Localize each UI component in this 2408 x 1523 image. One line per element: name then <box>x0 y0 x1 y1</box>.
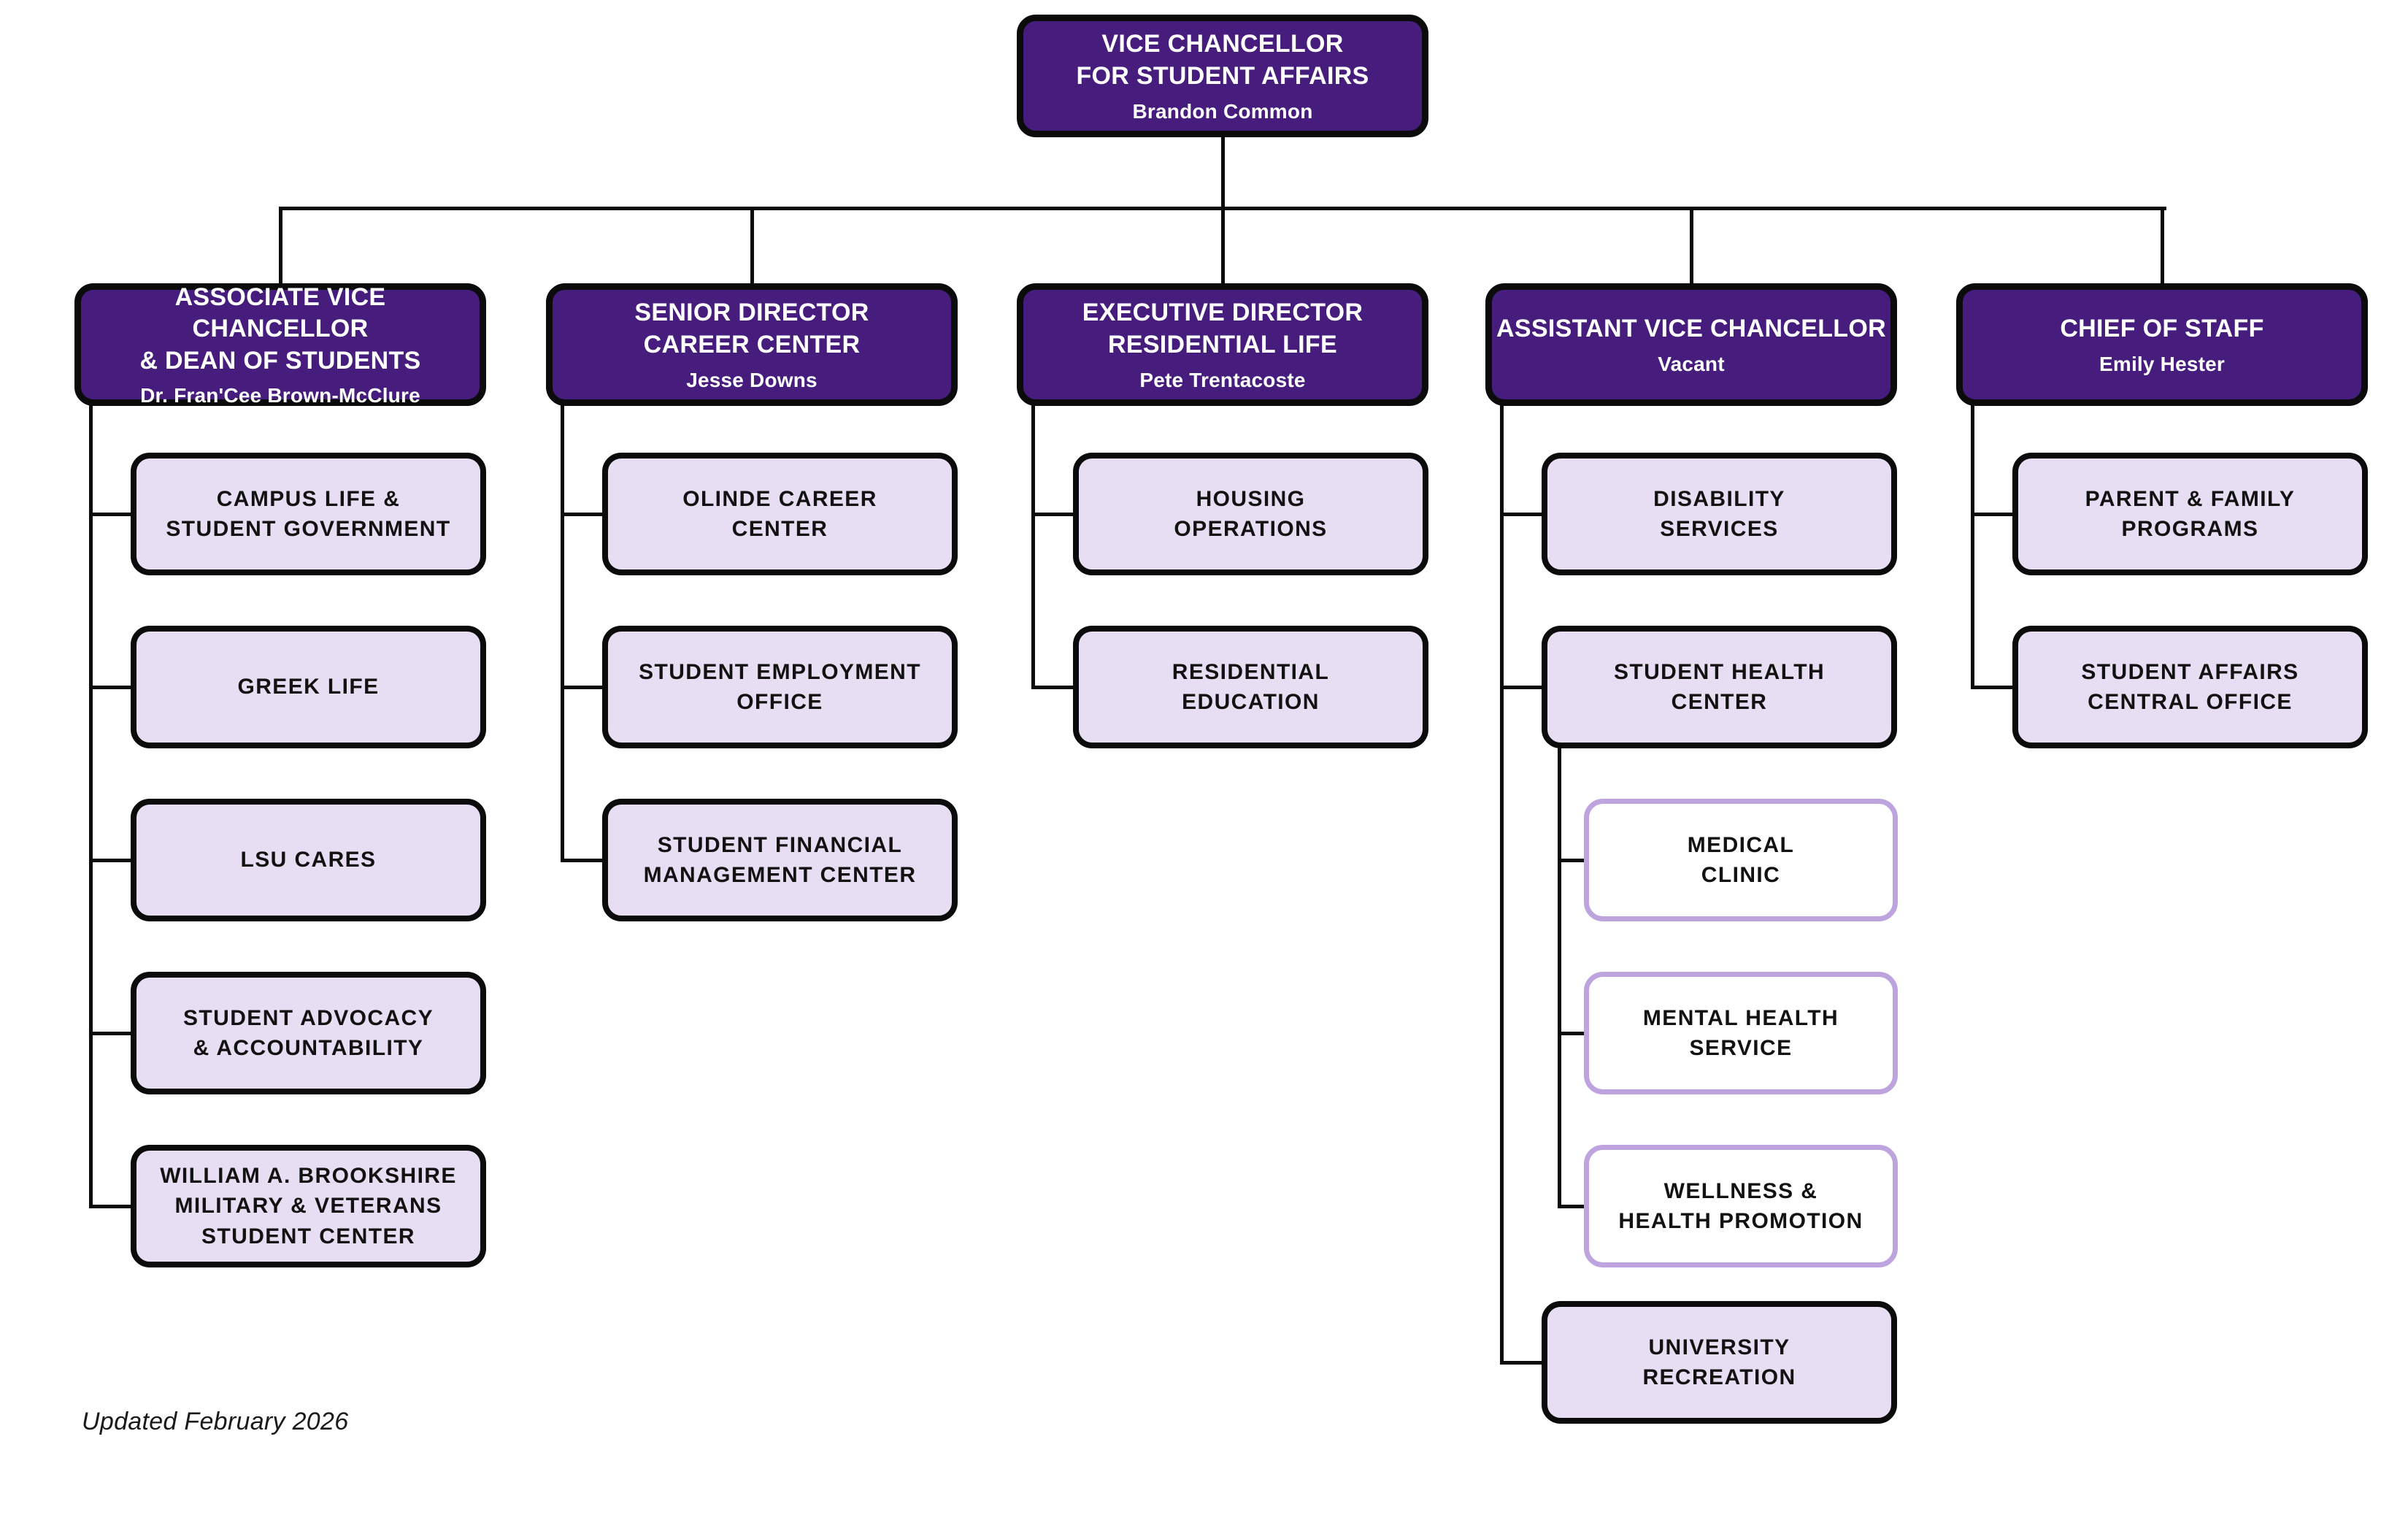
child-label: WILLIAM A. BROOKSHIRE MILITARY & VETERAN… <box>160 1163 457 1248</box>
header-name: Vacant <box>1658 352 1725 375</box>
child-box-student-advocacy: STUDENT ADVOCACY & ACCOUNTABILITY <box>131 972 486 1094</box>
root-box-vice-chancellor: VICE CHANCELLOR FOR STUDENT AFFAIRS Bran… <box>1017 15 1428 137</box>
child-label: MENTAL HEALTH SERVICE <box>1642 1005 1839 1060</box>
child-label: STUDENT FINANCIAL MANAGEMENT CENTER <box>643 832 917 887</box>
connector-stub <box>561 859 606 862</box>
child-box-lsu-cares: LSU CARES <box>131 799 486 921</box>
connector-stub <box>89 686 134 689</box>
connector-spine-branch-1 <box>89 402 93 1208</box>
connector-stub <box>89 513 134 516</box>
child-box-military-veterans-center: WILLIAM A. BROOKSHIRE MILITARY & VETERAN… <box>131 1145 486 1267</box>
child-label: STUDENT AFFAIRS CENTRAL OFFICE <box>2081 659 2299 714</box>
child-box-disability-services: DISABILITY SERVICES <box>1542 453 1897 575</box>
connector-stub <box>1500 1361 1545 1365</box>
connector-stub <box>1031 513 1077 516</box>
header-box-residential-life: EXECUTIVE DIRECTOR RESIDENTIAL LIFE Pete… <box>1017 283 1428 406</box>
child-box-parent-family-programs: PARENT & FAMILY PROGRAMS <box>2012 453 2368 575</box>
connector-stub <box>1558 1032 1588 1035</box>
connector-stub <box>89 1205 134 1208</box>
header-name: Jesse Downs <box>686 368 818 391</box>
child-box-student-affairs-central-office: STUDENT AFFAIRS CENTRAL OFFICE <box>2012 626 2368 748</box>
connector-stub <box>561 513 606 516</box>
header-name: Pete Trentacoste <box>1139 368 1306 391</box>
child-label: LSU CARES <box>240 848 377 872</box>
child-box-residential-education: RESIDENTIAL EDUCATION <box>1073 626 1428 748</box>
child-label: WELLNESS & HEALTH PROMOTION <box>1618 1178 1863 1233</box>
child-label: GREEK LIFE <box>237 675 380 699</box>
connector-subspine-student-health <box>1558 745 1561 1208</box>
header-box-chief-of-staff: CHIEF OF STAFF Emily Hester <box>1956 283 2368 406</box>
header-name: Emily Hester <box>2099 352 2226 375</box>
updated-note: Updated February 2026 <box>82 1408 349 1435</box>
header-title: EXECUTIVE DIRECTOR RESIDENTIAL LIFE <box>1082 299 1363 358</box>
child-box-housing-operations: HOUSING OPERATIONS <box>1073 453 1428 575</box>
connector-root-riser <box>1221 136 1225 209</box>
child-box-campus-life: CAMPUS LIFE & STUDENT GOVERNMENT <box>131 453 486 575</box>
child-label: PARENT & FAMILY PROGRAMS <box>2085 486 2296 541</box>
root-name: Brandon Common <box>1132 99 1313 123</box>
connector-stub <box>1971 686 2016 689</box>
root-title: VICE CHANCELLOR FOR STUDENT AFFAIRS <box>1076 30 1369 90</box>
connector-spine-branch-4 <box>1500 402 1504 1365</box>
child-label: DISABILITY SERVICES <box>1653 486 1785 541</box>
connector-stub <box>1500 686 1545 689</box>
child-box-student-health-center: STUDENT HEALTH CENTER <box>1542 626 1897 748</box>
connector-stub <box>89 859 134 862</box>
child-label: STUDENT HEALTH CENTER <box>1613 659 1826 714</box>
child-label: RESIDENTIAL EDUCATION <box>1172 659 1330 714</box>
connector-spine-branch-3 <box>1031 402 1035 689</box>
connector-stub <box>1971 513 2016 516</box>
child-box-greek-life: GREEK LIFE <box>131 626 486 748</box>
child-label: STUDENT ADVOCACY & ACCOUNTABILITY <box>183 1005 434 1060</box>
connector-drop-branch-5 <box>2161 207 2164 285</box>
connector-drop-branch-2 <box>750 207 754 285</box>
connector-spine-branch-5 <box>1971 402 1974 689</box>
connector-stub <box>1500 513 1545 516</box>
header-box-dean-of-students: ASSOCIATE VICE CHANCELLOR & DEAN OF STUD… <box>74 283 486 407</box>
header-box-career-center: SENIOR DIRECTOR CAREER CENTER Jesse Down… <box>546 283 958 406</box>
child-label: HOUSING OPERATIONS <box>1174 486 1328 541</box>
subchild-box-wellness-health-promotion: WELLNESS & HEALTH PROMOTION <box>1584 1145 1898 1267</box>
subchild-box-medical-clinic: MEDICAL CLINIC <box>1584 799 1898 921</box>
connector-spine-branch-2 <box>561 402 564 862</box>
child-box-student-financial-management: STUDENT FINANCIAL MANAGEMENT CENTER <box>602 799 958 921</box>
header-title: SENIOR DIRECTOR CAREER CENTER <box>634 299 869 358</box>
connector-stub <box>1558 859 1588 862</box>
connector-drop-branch-3 <box>1221 207 1225 285</box>
connector-drop-branch-1 <box>279 207 282 285</box>
child-label: UNIVERSITY RECREATION <box>1642 1335 1796 1389</box>
child-label: STUDENT EMPLOYMENT OFFICE <box>639 659 921 714</box>
connector-drop-branch-4 <box>1690 207 1693 285</box>
header-box-assistant-vice-chancellor: ASSISTANT VICE CHANCELLOR Vacant <box>1485 283 1897 406</box>
connector-stub <box>1558 1205 1588 1208</box>
connector-stub <box>1031 686 1077 689</box>
header-name: Dr. Fran'Cee Brown-McClure <box>140 384 420 407</box>
child-label: OLINDE CAREER CENTER <box>682 486 877 541</box>
connector-stub <box>561 686 606 689</box>
child-box-olinde-career-center: OLINDE CAREER CENTER <box>602 453 958 575</box>
header-title: ASSISTANT VICE CHANCELLOR <box>1496 315 1886 343</box>
header-title: CHIEF OF STAFF <box>2060 315 2264 343</box>
connector-stub <box>89 1032 134 1035</box>
child-label: CAMPUS LIFE & STUDENT GOVERNMENT <box>166 486 451 541</box>
child-box-student-employment-office: STUDENT EMPLOYMENT OFFICE <box>602 626 958 748</box>
child-box-university-recreation: UNIVERSITY RECREATION <box>1542 1301 1897 1424</box>
header-title: ASSOCIATE VICE CHANCELLOR & DEAN OF STUD… <box>139 283 421 375</box>
child-label: MEDICAL CLINIC <box>1687 832 1795 887</box>
subchild-box-mental-health-service: MENTAL HEALTH SERVICE <box>1584 972 1898 1094</box>
